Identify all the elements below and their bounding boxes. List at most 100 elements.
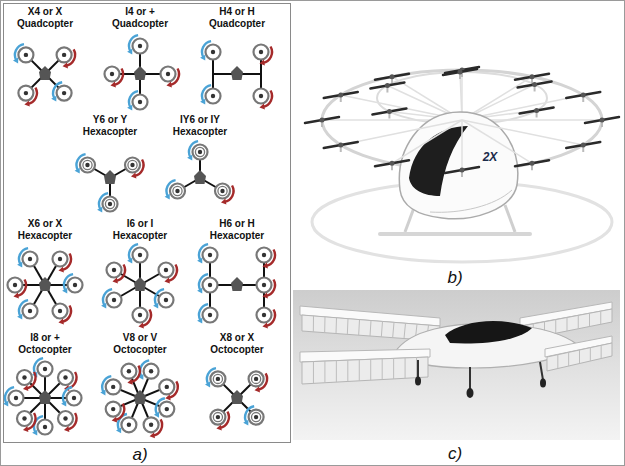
rotor-hub xyxy=(43,425,47,429)
rotor-hub xyxy=(600,118,605,123)
multirotor-config xyxy=(3,358,81,435)
rotor-disc xyxy=(57,47,72,62)
rotation-arrowhead xyxy=(112,278,117,284)
rotor-disc xyxy=(158,263,173,278)
rotor-disc xyxy=(106,402,121,417)
ducted-fan xyxy=(589,313,590,326)
rotation-arrowhead xyxy=(116,427,121,433)
rotor-disc xyxy=(257,278,272,293)
rotation-arrowhead xyxy=(127,379,132,385)
rotor-hub xyxy=(63,416,67,420)
rotor-disc xyxy=(133,308,148,323)
rotation-arrow xyxy=(166,180,175,196)
rotation-arrowhead xyxy=(154,412,159,418)
rotation-arrow xyxy=(26,372,35,388)
rotation-arrow xyxy=(266,280,275,296)
rotation-arrowhead xyxy=(112,417,117,423)
rotor-hub xyxy=(254,377,258,381)
rotor-disc xyxy=(23,252,38,267)
config-label: I6 or I Hexacopter xyxy=(107,218,173,242)
rotor-disc xyxy=(257,308,272,323)
rotor-hub xyxy=(72,396,76,400)
rotor-hub xyxy=(85,163,89,167)
rotation-arrow xyxy=(15,44,24,60)
rotor-hub xyxy=(259,94,263,98)
rotation-arrow xyxy=(114,69,123,85)
rotation-arrow xyxy=(62,254,71,270)
rotor-disc xyxy=(105,67,120,82)
ducted-fan xyxy=(416,357,417,377)
rotor-hub xyxy=(63,375,67,379)
rotation-arrow xyxy=(170,69,179,85)
config-label: X8 or X Octocopter xyxy=(204,332,270,356)
rotor-disc xyxy=(254,45,269,60)
ducted-fan xyxy=(347,360,348,381)
rotation-arrow xyxy=(129,91,138,107)
rotation-arrowhead xyxy=(221,199,226,205)
ducted-fan xyxy=(393,358,394,379)
ducted-fan xyxy=(601,345,602,358)
rotor-hub xyxy=(211,94,215,98)
rotation-arrow xyxy=(129,244,138,260)
ducted-fan xyxy=(568,352,569,366)
rotation-arrowhead xyxy=(61,401,66,407)
rotation-arrow xyxy=(103,289,112,305)
rotation-arrow xyxy=(156,398,165,414)
rotation-arrowhead xyxy=(131,173,136,179)
rotor-hub xyxy=(62,91,66,95)
landing-gear xyxy=(469,367,471,390)
rotor-hub xyxy=(58,309,62,313)
multirotor-config xyxy=(101,244,177,328)
rotation-arrow xyxy=(63,387,72,403)
coaxial-rotor xyxy=(213,412,222,421)
rotor-hub xyxy=(216,377,220,381)
ducted-fan xyxy=(555,320,556,334)
ducted-fan xyxy=(579,350,580,364)
rotation-arrowhead xyxy=(153,303,158,309)
rotation-arrowhead xyxy=(62,288,67,294)
rotor-hub xyxy=(24,91,28,95)
rotation-arrow xyxy=(263,47,272,63)
rotation-arrowhead xyxy=(127,258,132,264)
panel-frame xyxy=(4,4,291,443)
rotor-disc xyxy=(133,39,148,54)
rotor-disc xyxy=(193,145,208,160)
rotation-arrow xyxy=(199,274,208,290)
rotation-arrow xyxy=(266,310,275,326)
rotation-arrow xyxy=(224,186,233,202)
rotor-disc xyxy=(249,410,264,425)
ducted-fan xyxy=(382,359,383,380)
rotor-hub xyxy=(208,313,212,317)
ducted-fan xyxy=(336,318,338,334)
coaxial-rotor xyxy=(251,374,260,383)
rotor-blade xyxy=(445,167,479,173)
rotation-arrowhead xyxy=(13,293,18,299)
rotation-arrowhead xyxy=(259,104,264,110)
ducted-fan xyxy=(347,319,349,335)
rotation-arrowhead xyxy=(97,207,102,213)
coaxial-rotor xyxy=(128,160,137,169)
rotor-hub xyxy=(28,309,32,313)
rotor-hub xyxy=(581,93,586,98)
coaxial-rotor xyxy=(173,186,182,195)
rotor-hub xyxy=(138,44,142,48)
rotor-disc xyxy=(254,89,269,104)
flight-controller xyxy=(39,277,51,291)
rotor-disc xyxy=(38,362,53,377)
rotor-disc xyxy=(18,86,33,101)
rotation-arrow xyxy=(26,413,35,429)
rotation-arrowhead xyxy=(3,401,8,407)
rotation-arrow xyxy=(28,88,37,104)
flap-row xyxy=(302,357,428,384)
rotation-arrow xyxy=(189,141,198,157)
rotation-arrowhead xyxy=(165,395,170,401)
flight-controller xyxy=(39,390,51,404)
ducted-fan xyxy=(381,321,382,336)
photo-background xyxy=(293,290,620,440)
rotation-arrowhead xyxy=(187,155,192,161)
rotor-hub xyxy=(338,143,343,148)
ducted-fan xyxy=(567,318,568,332)
rotor-disc xyxy=(106,379,121,394)
rotation-arrow xyxy=(62,305,71,321)
